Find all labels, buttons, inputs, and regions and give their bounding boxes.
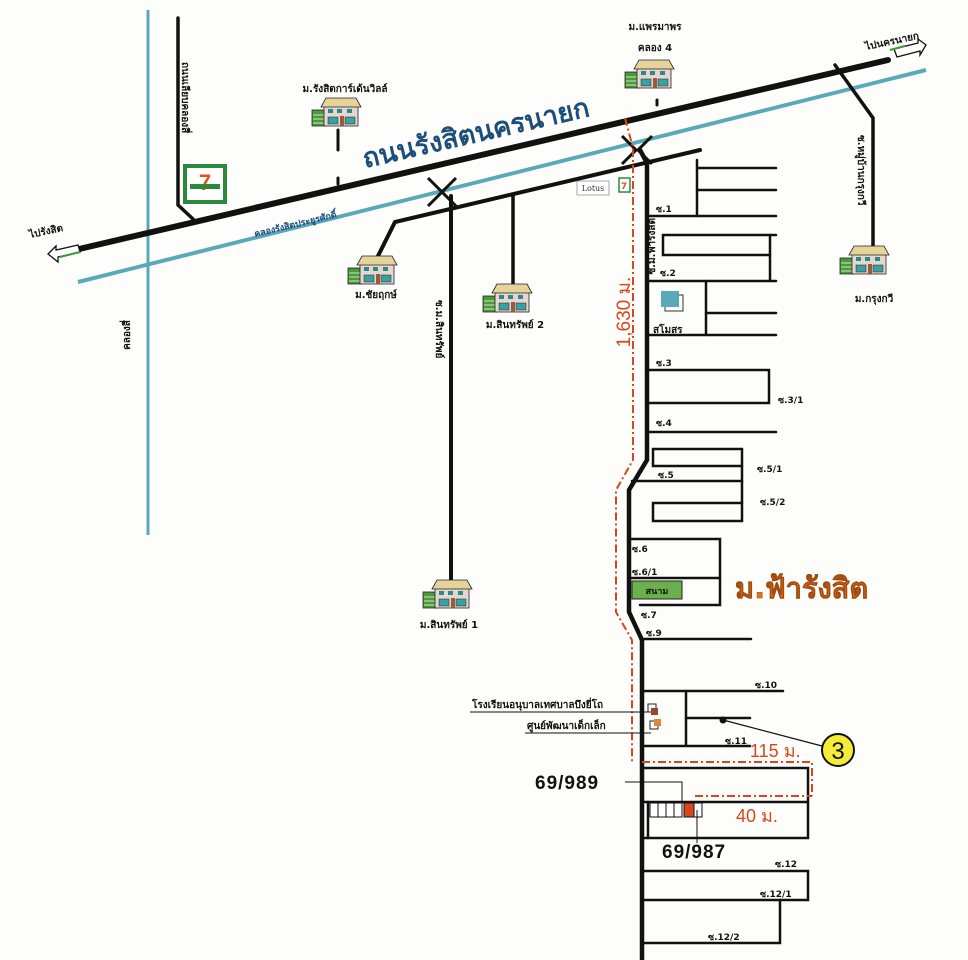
label-soi-4: ซ.4 [656,419,672,429]
label-sinsap1: ม.สินทรัพย์ 1 [420,619,478,631]
address-69-989: 69/989 [535,773,599,794]
label-garden-ville: ม.รังสิตการ์เด้นวิลล์ [303,83,388,95]
main-road [59,57,891,256]
label-school: โรงเรียนอนุบาลเทศบาลบึงยี่โถ [471,697,603,711]
distance-line [615,117,634,762]
distance-40: 40 ม. [736,806,778,826]
label-road-liap-khlong-si: ถนนเลียบคลองสี่ [179,62,193,134]
side-streets [627,158,810,945]
label-soi-krungkavi: ซ.หมู่บ้านกรุงกวี [854,135,867,206]
label-soi-9: ซ.9 [646,629,662,639]
label-field: สนาม [646,587,669,597]
label-soi-sinsap: ซ.ม.สินทรัพย์ [433,300,445,358]
svg-text:3: 3 [831,738,844,765]
label-soi-3: ซ.3 [656,359,672,369]
label-soi-3-1: ซ.3/1 [778,396,803,406]
house-icon [839,245,890,275]
label-soi-5-1: ซ.5/1 [757,465,782,475]
canal-title: คลองรังสิตประยูรศักดิ์ [253,207,340,240]
seven-eleven-small-logo: 7 [618,177,631,193]
house-icon [311,97,362,127]
label-soi-5-2: ซ.5/2 [760,498,785,508]
label-soi-11: ซ.11 [725,737,747,747]
address-69-987: 69/987 [662,842,726,863]
label-soi-fah-rangsit: ซ.ม.ฟ้ารังสิต [646,218,658,275]
label-praemaporn: ม.แพรมาพร [629,22,683,33]
field-box [631,580,683,600]
house-row [649,802,703,818]
label-club: สโมสร [653,323,683,336]
label-child-center: ศูนย์พัฒนาเด็กเล็ก [527,718,606,733]
school-icon-fill [651,708,658,715]
label-soi-6-1: ซ.6/1 [632,568,657,578]
lotus-logo: Lotus [576,180,610,196]
svg-text:Lotus: Lotus [582,184,605,193]
label-soi-6: ซ.6 [632,545,648,555]
seven-eleven-logo: 7 [183,164,227,204]
road-krungkavi [833,63,875,252]
label-krungkavi: ม.กรุงกวี [855,293,894,305]
club-icon [661,291,679,307]
house-icon [347,255,398,285]
house-icon [624,59,675,89]
distance-115: 115 ม. [750,741,801,761]
soi-labels: ซ.1 ซ.2 ซ.3 ซ.3/1 ซ.4 ซ.5 ซ.5/1 ซ.5/2 ซ.… [632,205,803,943]
label-soi-7: ซ.7 [641,611,657,621]
label-khlong-si: คลองสี่ [119,319,133,350]
label-soi-12-2: ซ.12/2 [708,933,740,943]
label-khlong4: คลอง 4 [638,43,672,54]
label-soi-12-1: ซ.12/1 [760,890,792,900]
svg-text:7: 7 [199,170,211,195]
label-soi-1: ซ.1 [656,205,672,215]
svg-text:7: 7 [621,182,627,192]
road-liap-khlong-si [176,16,195,221]
house-icon [422,579,473,609]
label-soi-2: ซ.2 [660,269,676,279]
label-soi-5: ซ.5 [658,471,674,481]
leader-line [722,719,823,747]
child-center-icon-fill [654,719,661,726]
label-chaiyarerk: ม.ชัยฤกษ์ [355,289,397,301]
marker-badge: 3 [821,733,855,767]
distance-line-115 [642,761,813,796]
arrow-right-icon [889,37,927,58]
label-soi-10: ซ.10 [755,681,777,691]
canal-rangsit [77,68,927,284]
label-to-rangsit: ไปรังสิต [27,221,64,241]
leader-line [625,781,683,805]
frontage-road [373,148,702,264]
distance-total: 1,630 ม. [614,277,635,348]
arrow-left-icon [47,244,81,264]
label-soi-12: ซ.12 [775,860,797,870]
village-title: ม.ฟ้ารังสิต [735,571,868,605]
house-icon [482,283,533,313]
label-sinsap2: ม.สินทรัพย์ 2 [486,319,544,331]
